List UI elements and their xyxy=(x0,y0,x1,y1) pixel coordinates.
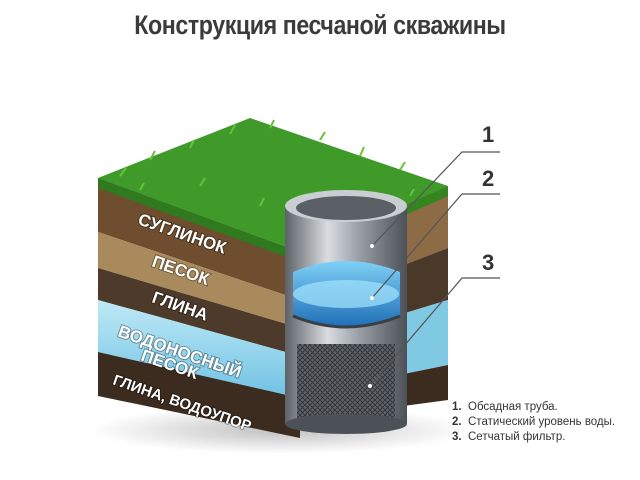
callout-line-3 xyxy=(369,277,500,387)
diagram-title: Конструкция песчаной скважины xyxy=(134,10,506,40)
mesh-filter xyxy=(297,344,395,422)
callout-number-3: 3 xyxy=(482,250,494,275)
callout-line-2 xyxy=(371,193,500,299)
callout-lines xyxy=(369,151,500,387)
callout-line-1 xyxy=(371,151,500,247)
legend-item: 3. Сетчатый фильтр. xyxy=(452,430,615,445)
pipe-top-hole xyxy=(296,196,396,220)
legend-item-text: Сетчатый фильтр. xyxy=(468,431,566,443)
legend-item-text: Статический уровень воды. xyxy=(468,416,616,428)
callout-dot-1 xyxy=(370,244,374,248)
soil-block-front-face xyxy=(98,178,300,438)
casing-pipe xyxy=(285,190,407,434)
pipe-bottom xyxy=(285,414,407,434)
legend-item-text: Обсадная труба. xyxy=(468,401,558,413)
sand-layer xyxy=(98,232,300,328)
aquifer-layer xyxy=(98,300,300,398)
clay-layer xyxy=(98,268,300,356)
legend: 1. Обсадная труба. 2. Статический уровень … xyxy=(452,400,615,445)
legend-item: 1. Обсадная труба. xyxy=(452,400,615,415)
legend-item: 2. Статический уровень воды. xyxy=(452,415,615,430)
legend-item-number: 3. xyxy=(452,431,462,443)
callout-number-2: 2 xyxy=(482,166,494,191)
callout-number-1: 1 xyxy=(482,122,494,147)
loam-layer xyxy=(98,178,300,300)
legend-item-number: 2. xyxy=(452,416,462,428)
callout-dot-3 xyxy=(368,384,372,388)
water-surface xyxy=(293,280,399,308)
callout-dot-2 xyxy=(370,296,374,300)
clay-aquitard-layer xyxy=(98,352,300,438)
legend-item-number: 1. xyxy=(452,401,462,413)
